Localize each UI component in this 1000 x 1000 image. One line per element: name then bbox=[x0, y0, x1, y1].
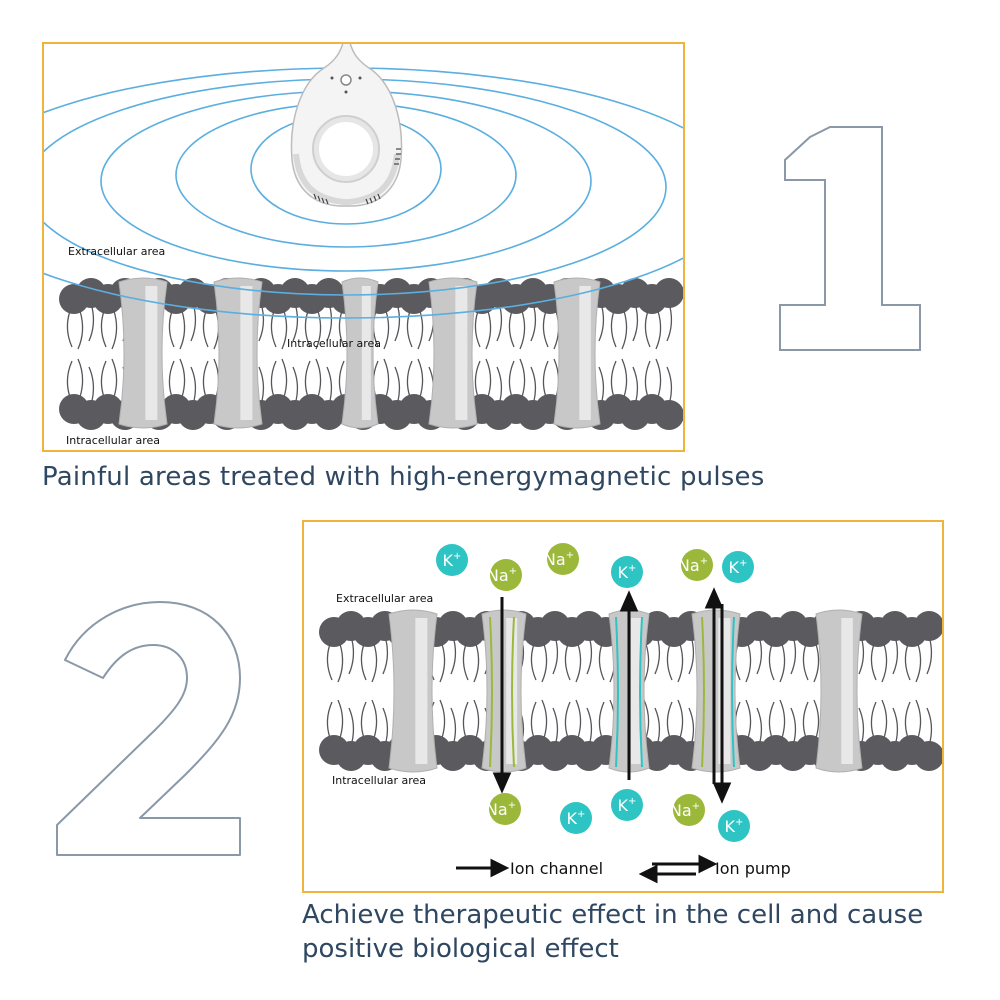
magnetic-pulse-panel: Extracellular area Intracellular area In… bbox=[42, 42, 685, 452]
lipid-tail bbox=[768, 639, 797, 683]
pump-accent bbox=[701, 616, 705, 768]
k-ion: K+ bbox=[718, 810, 750, 842]
membrane-protein bbox=[388, 609, 438, 773]
na-inflow-arrow bbox=[492, 597, 512, 794]
lipid-tail bbox=[168, 306, 197, 350]
step2-caption-line2: positive biological effect bbox=[302, 934, 619, 964]
pump-accent bbox=[731, 616, 735, 768]
lipid-tail bbox=[326, 699, 355, 743]
step2-caption: Achieve therapeutic effect in the cell a… bbox=[302, 898, 992, 966]
lipid-tail bbox=[508, 358, 537, 402]
lipid-tail bbox=[304, 358, 333, 402]
membrane-protein-highlight bbox=[579, 286, 591, 420]
pump-arrow-down bbox=[712, 604, 732, 804]
lipid-tail bbox=[270, 306, 299, 350]
lipid-tail bbox=[666, 699, 695, 743]
intracellular-area-label: Intracellular area bbox=[332, 774, 426, 787]
membrane-protein-highlight bbox=[455, 286, 468, 420]
ion-exchange-diagram: Extracellular area Intracellular area K+ bbox=[319, 543, 942, 884]
intracellular-area-label: Intracellular area bbox=[66, 434, 160, 447]
magnetic-device-icon bbox=[290, 44, 403, 207]
membrane-protein-highlight bbox=[718, 618, 731, 764]
lipid-tail bbox=[870, 639, 899, 683]
lipid-tail bbox=[644, 358, 673, 402]
lipid-tail bbox=[530, 699, 559, 743]
na-channel-accent bbox=[489, 616, 493, 768]
lipid-tail bbox=[666, 639, 695, 683]
k-channel-accent bbox=[639, 616, 643, 768]
na-ion: Na+ bbox=[544, 543, 579, 575]
lipid-tail bbox=[904, 699, 933, 743]
step-number-2 bbox=[56, 601, 241, 856]
magnetic-pulse-diagram: Extracellular area Intracellular area In… bbox=[44, 44, 683, 447]
k-outflow-arrow bbox=[619, 590, 639, 780]
ion-pump-legend-label: Ion pump bbox=[715, 859, 791, 878]
membrane-protein bbox=[213, 277, 263, 429]
lipid-tail bbox=[360, 699, 389, 743]
membrane-protein bbox=[481, 609, 527, 773]
na-ion: Na+ bbox=[678, 549, 713, 581]
membrane-protein-highlight bbox=[361, 286, 371, 420]
lipid-tail bbox=[304, 306, 333, 350]
lipid-tail bbox=[564, 639, 593, 683]
na-ion: Na+ bbox=[486, 793, 521, 825]
step-number-1 bbox=[779, 126, 921, 351]
legend: Ion channel Ion pump bbox=[456, 854, 791, 884]
na-channel-accent bbox=[511, 616, 515, 768]
k-ion: K+ bbox=[560, 802, 592, 834]
membrane-protein-highlight bbox=[145, 286, 158, 420]
lipid-tail bbox=[564, 699, 593, 743]
membrane-protein-highlight bbox=[240, 286, 253, 420]
lipid-tail bbox=[904, 639, 933, 683]
lipid-head bbox=[654, 400, 683, 430]
lipid-tail bbox=[474, 358, 503, 402]
lipid-tail bbox=[360, 639, 389, 683]
ion-pump-legend-arrows bbox=[638, 854, 718, 884]
na-ion: Na+ bbox=[487, 559, 522, 591]
lipid-tail bbox=[66, 358, 95, 402]
lipid-tail bbox=[508, 306, 537, 350]
lipid-tail bbox=[66, 306, 95, 350]
lipid-tail bbox=[168, 358, 197, 402]
lipid-tail bbox=[610, 358, 639, 402]
lipid-tail bbox=[326, 639, 355, 683]
lipid-head bbox=[654, 278, 683, 308]
ion-flow-arrows bbox=[492, 587, 732, 804]
k-ion: K+ bbox=[436, 544, 468, 576]
lipid-tail bbox=[474, 306, 503, 350]
membrane-protein bbox=[553, 277, 601, 429]
ion-channel-legend-arrow bbox=[456, 858, 510, 878]
membrane-protein bbox=[428, 277, 478, 429]
lipid-tail bbox=[870, 699, 899, 743]
na-ion: Na+ bbox=[670, 794, 705, 826]
lipid-head bbox=[914, 611, 942, 641]
membrane-protein-highlight bbox=[415, 618, 428, 764]
lipid-head bbox=[914, 741, 942, 771]
k-ion: K+ bbox=[611, 556, 643, 588]
cell-membrane bbox=[59, 277, 683, 430]
lipid-tail bbox=[530, 639, 559, 683]
step1-caption: Painful areas treated with high-energyma… bbox=[42, 462, 765, 492]
membrane-protein bbox=[815, 609, 863, 773]
lipid-tail bbox=[610, 306, 639, 350]
lipid-tail bbox=[768, 699, 797, 743]
k-ion: K+ bbox=[611, 789, 643, 821]
ion-exchange-panel: Extracellular area Intracellular area K+ bbox=[302, 520, 944, 893]
cell-membrane bbox=[319, 609, 942, 773]
lipid-tail bbox=[644, 306, 673, 350]
extracellular-area-label: Extracellular area bbox=[68, 245, 165, 258]
k-ion: K+ bbox=[722, 551, 754, 583]
membrane-protein-highlight bbox=[841, 618, 853, 764]
lipid-tail bbox=[270, 358, 299, 402]
membrane-protein-highlight bbox=[631, 618, 641, 764]
k-channel-accent bbox=[615, 616, 619, 768]
extracellular-area-label: Extracellular area bbox=[336, 592, 433, 605]
membrane-protein bbox=[341, 277, 379, 429]
step2-caption-line1: Achieve therapeutic effect in the cell a… bbox=[302, 900, 924, 930]
ion-channel-legend-label: Ion channel bbox=[510, 859, 603, 878]
pump-arrow-up bbox=[704, 587, 724, 784]
intracellular-area-inner-label: Intracellular area bbox=[287, 337, 381, 350]
